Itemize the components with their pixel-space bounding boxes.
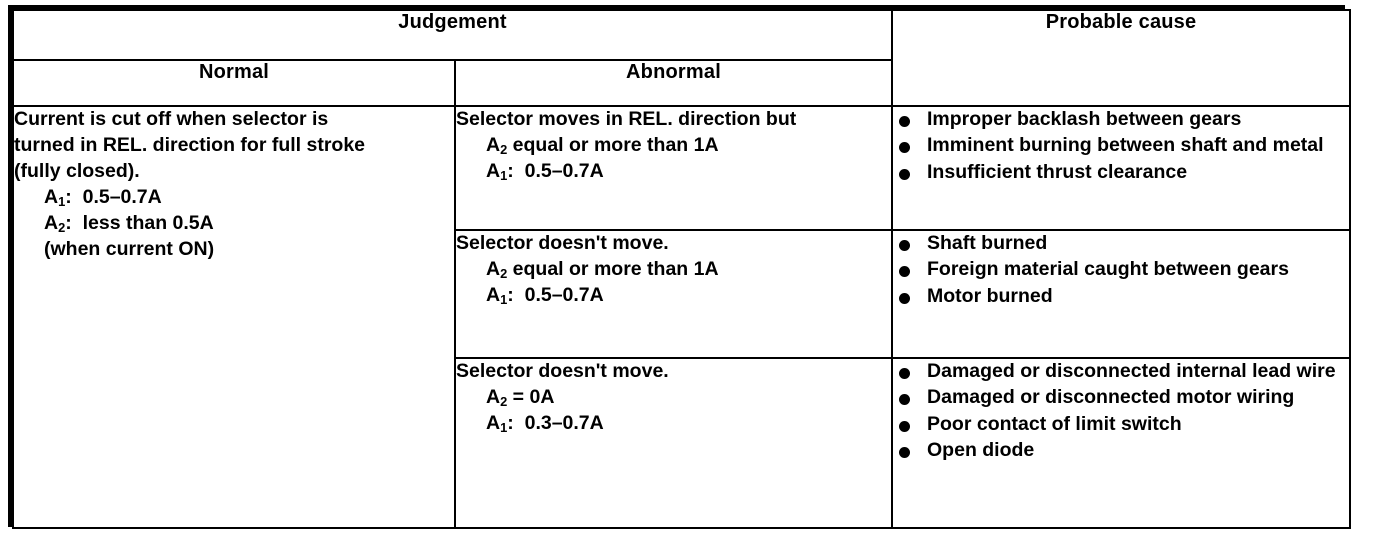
list-item: Shaft burned [893,231,1349,256]
header-judgement: Judgement [11,9,894,61]
measurement-subscript: 1 [500,419,508,435]
measurement-value: equal or more than 1A [512,257,719,280]
measurement-label: A [486,133,501,156]
measurement-separator: : [507,159,514,182]
troubleshooting-table: Judgement Probable cause Normal Abnormal… [11,9,1352,529]
list-item: Open diode [893,438,1349,463]
probable-cause-cell: Shaft burned Foreign material caught bet… [891,229,1352,359]
normal-line: turned in REL. direction for full stroke [14,133,366,156]
cause-list: Shaft burned Foreign material caught bet… [893,231,1349,309]
header-abnormal: Abnormal [453,59,894,107]
abnormal-measurement: A2 = 0A [456,385,891,411]
abnormal-condition-cell: Selector doesn't move. A2 = 0A A1: 0.3–0… [453,357,894,529]
measurement-subscript: 2 [500,266,508,281]
measurement-label: A [486,257,501,280]
table-row: Selector doesn't move. A2 = 0A A1: 0.3–0… [13,357,1352,529]
abnormal-line: Selector doesn't move. [456,232,669,254]
normal-measurement: A2: less than 0.5A [14,211,454,237]
measurement-value: 0.5–0.7A [524,159,604,182]
list-item: Imminent burning between shaft and metal [893,133,1349,158]
measurement-separator: = [512,385,525,408]
troubleshooting-table-container: Judgement Probable cause Normal Abnormal… [8,5,1352,529]
measurement-label: A [486,159,501,182]
measurement-separator: : [65,185,72,208]
measurement-separator: : [507,283,514,306]
table-header-row-top: Judgement Probable cause [11,9,1352,107]
measurement-label: A [486,411,501,434]
abnormal-condition-cell: Selector moves in REL. direction but A2 … [453,105,894,231]
normal-note: (when current ON) [44,237,215,260]
measurement-subscript: 2 [500,142,508,157]
list-item: Foreign material caught between gears [893,257,1349,282]
measurement-value: 0.5–0.7A [82,185,162,208]
normal-condition-cell: Current is cut off when selector is turn… [12,105,456,529]
abnormal-line: Selector doesn't move. [456,360,669,382]
abnormal-measurement: A2 equal or more than 1A [456,133,891,159]
table-row: Current is cut off when selector is turn… [12,105,1352,529]
cause-list: Improper backlash between gears Imminent… [893,107,1349,185]
abnormal-measurement: A1: 0.5–0.7A [456,159,891,185]
measurement-subscript: 1 [58,193,66,209]
probable-cause-cell: Damaged or disconnected internal lead wi… [891,357,1352,529]
measurement-subscript: 1 [500,167,508,183]
measurement-label: A [486,283,501,306]
measurement-label: A [486,385,501,408]
normal-line: (fully closed). [14,159,140,182]
header-normal: Normal [12,59,456,107]
normal-measurement: A1: 0.5–0.7A [14,185,454,211]
header-probable-cause: Probable cause [891,9,1352,107]
measurement-value: equal or more than 1A [512,133,719,156]
measurement-subscript: 2 [58,219,66,235]
list-item: Insufficient thrust clearance [893,160,1349,185]
measurement-subscript: 2 [500,394,508,409]
list-item: Damaged or disconnected internal lead wi… [893,359,1349,384]
cause-list: Damaged or disconnected internal lead wi… [893,359,1349,463]
measurement-value: 0.5–0.7A [524,283,604,306]
measurement-value: 0A [529,385,555,408]
measurement-label: A [44,185,59,208]
measurement-separator: : [65,211,72,234]
list-item: Improper backlash between gears [893,107,1349,132]
abnormal-measurement: A1: 0.3–0.7A [456,411,891,437]
list-item: Motor burned [893,284,1349,309]
measurement-subscript: 1 [500,291,508,307]
measurement-label: A [44,211,59,234]
table-header-row-sub: Normal Abnormal [12,59,1350,107]
list-item: Poor contact of limit switch [893,412,1349,437]
table-row: Selector doesn't move. A2 equal or more … [13,229,1352,359]
measurement-value: less than 0.5A [82,211,214,234]
abnormal-measurement: A1: 0.5–0.7A [456,283,891,309]
probable-cause-cell: Improper backlash between gears Imminent… [891,105,1352,231]
normal-line: Current is cut off when selector is [14,108,329,130]
abnormal-measurement: A2 equal or more than 1A [456,257,891,283]
list-item: Damaged or disconnected motor wiring [893,385,1349,410]
abnormal-condition-cell: Selector doesn't move. A2 equal or more … [453,229,894,359]
abnormal-line: Selector moves in REL. direction but [456,108,797,130]
measurement-value: 0.3–0.7A [524,411,604,434]
measurement-separator: : [507,411,514,434]
